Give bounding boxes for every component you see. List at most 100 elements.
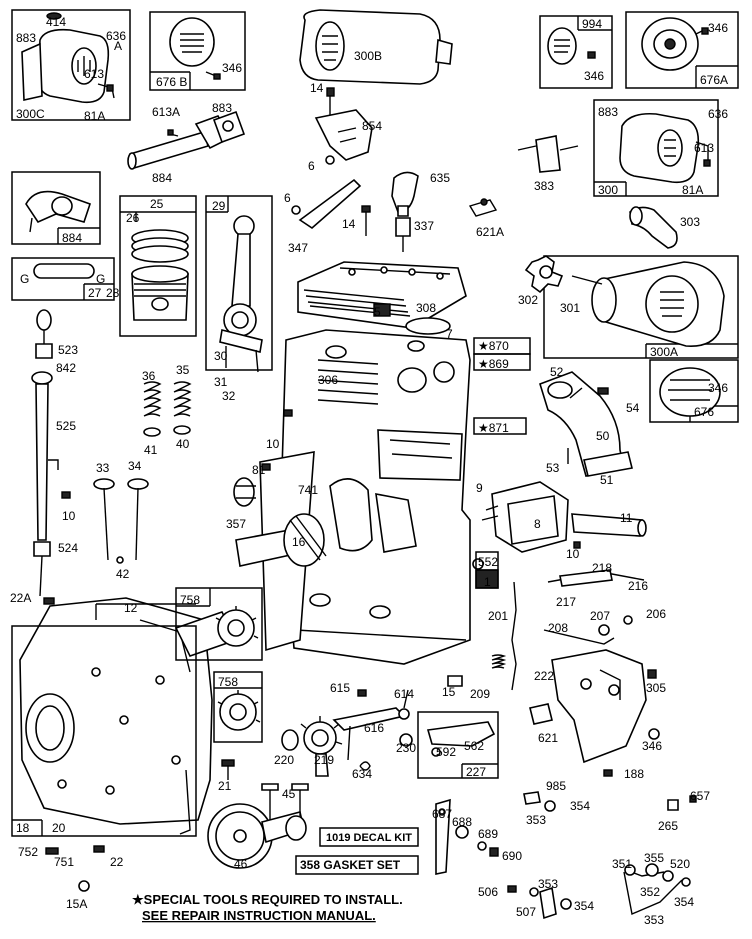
callout-25: 25	[150, 197, 164, 211]
callout-383: 383	[534, 179, 554, 193]
callout-302: 302	[518, 293, 538, 307]
callout-615: 615	[330, 681, 350, 695]
callout-300C: 300C	[16, 107, 45, 121]
callout-265: 265	[658, 819, 678, 833]
muffler-300-inset	[593, 99, 719, 197]
callout-351: 351	[612, 857, 632, 871]
callout-16: 16	[292, 535, 306, 549]
callout-5: 5	[374, 305, 381, 319]
muffler-bracket-854	[314, 87, 373, 165]
fasteners-985	[523, 791, 697, 812]
callout-219: 219	[314, 753, 334, 767]
callout-354a: 354	[570, 799, 590, 813]
callout-305: 305	[646, 681, 666, 695]
callout-357: 357	[226, 517, 246, 531]
callout-81Ab: 81A	[682, 183, 703, 197]
callout-634: 634	[352, 767, 372, 781]
carburetor-8	[481, 481, 647, 553]
guard-994-inset	[539, 15, 613, 89]
guard-676-inset	[649, 359, 739, 423]
callout-218: 218	[592, 561, 612, 575]
callout-209: 209	[470, 687, 490, 701]
callout-346c: 346	[708, 21, 728, 35]
callout-520: 520	[670, 857, 690, 871]
callout-15A: 15A	[66, 897, 87, 911]
callout-613A: 613A	[152, 105, 180, 119]
callout-300A: 300A	[650, 345, 678, 359]
callout-552: 552	[478, 555, 498, 569]
link-201	[511, 581, 517, 691]
callout-32: 32	[222, 389, 236, 403]
callout-15: 15	[442, 685, 456, 699]
intake-elbow	[539, 371, 633, 477]
callout-636a: 636	[106, 29, 126, 43]
piston-ring-set-inset	[119, 195, 197, 337]
callout-14b: 14	[342, 217, 356, 231]
callout-613b: 613	[694, 141, 714, 155]
callout-28: 28	[106, 286, 120, 300]
callout-636b: 636	[708, 107, 728, 121]
fastener-cluster-352	[623, 863, 691, 915]
callout-306: 306	[318, 373, 338, 387]
callout-26: 26	[126, 211, 140, 225]
callout-689: 689	[478, 827, 498, 841]
governor-gear-219	[281, 716, 371, 777]
callout-524: 524	[58, 541, 78, 555]
gear-758-inset-upper	[174, 587, 263, 661]
callout-300B: 300B	[354, 49, 382, 63]
callout-230: 230	[396, 741, 416, 755]
callout-217: 217	[556, 595, 576, 609]
muffler-guard-676B-inset	[149, 11, 246, 91]
callout-883b: 883	[212, 101, 232, 115]
callout-688: 688	[452, 815, 472, 829]
connecting-rod-inset	[205, 195, 273, 373]
callout-22A: 22A	[10, 591, 31, 605]
callout-8: 8	[534, 517, 541, 531]
kit-label-boxes	[295, 827, 419, 875]
callout-592: 592	[436, 745, 456, 759]
callout-507: 507	[516, 905, 536, 919]
callout-621A: 621A	[476, 225, 504, 239]
callout-884b: 884	[62, 231, 82, 245]
callout-34: 34	[128, 459, 142, 473]
callout-G2: G	[96, 272, 105, 286]
callout-854: 854	[362, 119, 382, 133]
callout-29: 29	[212, 199, 226, 213]
callout-883a: 883	[16, 31, 36, 45]
callout-751: 751	[54, 855, 74, 869]
callout-50: 50	[596, 429, 610, 443]
callout-10a: 10	[266, 437, 280, 451]
callout-355: 355	[644, 851, 664, 865]
callout-201: 201	[488, 609, 508, 623]
callout-300: 300	[598, 183, 618, 197]
callout-994: 994	[582, 17, 602, 31]
callout-31: 31	[214, 375, 228, 389]
callout-54: 54	[626, 401, 640, 415]
callout-616: 616	[364, 721, 384, 735]
fasteners-bottom	[507, 885, 572, 920]
callout-337: 337	[414, 219, 434, 233]
callout-562: 562	[464, 739, 484, 753]
callout-208: 208	[548, 621, 568, 635]
footnote-line-2: SEE REPAIR INSTRUCTION MANUAL.	[142, 908, 376, 923]
callout-308: 308	[416, 301, 436, 315]
callout-216: 216	[628, 579, 648, 593]
control-plate-227-inset	[417, 711, 499, 779]
callout-35: 35	[176, 363, 190, 377]
callout-741: 741	[298, 483, 318, 497]
crankcase-cover-12	[19, 597, 213, 835]
callout-33: 33	[96, 461, 110, 475]
callout-222: 222	[534, 669, 554, 683]
callout-346e: 346	[642, 739, 662, 753]
callout-690: 690	[502, 849, 522, 863]
part-383	[517, 135, 579, 173]
camshaft-46	[207, 759, 309, 869]
callout-301: 301	[560, 301, 580, 315]
muffler-300C-inset	[11, 9, 131, 121]
gasket-set-label: 358 GASKET SET	[300, 858, 401, 872]
callout-14a: 14	[310, 81, 324, 95]
decal-kit-label: 1019 DECAL KIT	[326, 832, 412, 844]
callout-27: 27	[88, 286, 102, 300]
